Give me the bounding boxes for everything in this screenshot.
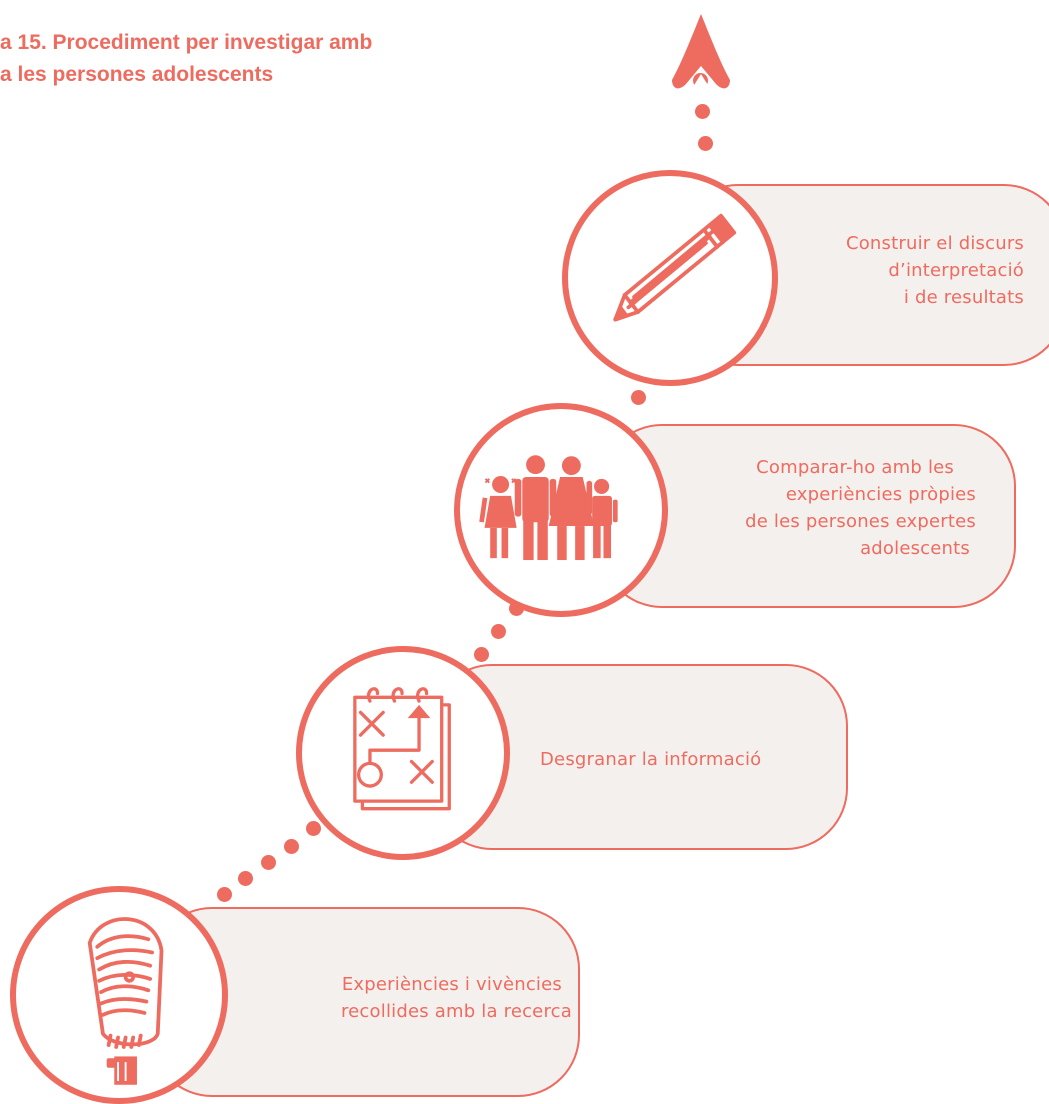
step-4-line-2: d’interpretació — [888, 260, 1024, 281]
step-1-line-2: recollides amb la recerca — [340, 1001, 572, 1022]
step-2-circle — [296, 646, 510, 860]
arrow-up-icon — [672, 14, 730, 90]
step-card-2-text: Desgranar la informació — [540, 746, 761, 773]
step-1-circle — [10, 886, 228, 1104]
step-4-line-1: Construir el discurs — [845, 233, 1024, 254]
path-dot — [490, 623, 506, 639]
step-card-1-text: Experiències i vivències recollides amb … — [341, 971, 572, 1025]
path-dot — [305, 820, 321, 836]
step-3-line-4: adolescents — [860, 538, 970, 559]
path-dot — [694, 103, 710, 119]
family-icon — [479, 455, 618, 561]
step-3-circle — [454, 403, 668, 617]
path-dot — [237, 870, 253, 886]
step-1-line-1: Experiències i vivències — [341, 974, 562, 995]
step-card-3-text: Comparar-ho amb les experiències pròpies… — [745, 454, 976, 562]
strategy-plan-icon — [353, 687, 451, 811]
step-4-line-3: i de resultats — [903, 287, 1024, 308]
figure-title-line-1: a 15. Procediment per investigar amb — [0, 31, 373, 54]
step-card-3: Comparar-ho amb les experiències pròpies… — [600, 424, 1016, 608]
step-3-line-1: Comparar-ho amb les — [756, 457, 954, 478]
path-dot — [260, 854, 276, 870]
figure-title-line-2: a les persones adolescents — [0, 63, 274, 86]
step-2-line-1: Desgranar la informació — [540, 749, 762, 770]
step-4-circle — [562, 170, 778, 386]
path-dot — [697, 135, 713, 151]
path-dot — [630, 389, 646, 405]
step-card-4-text: Construir el discurs d’interpretació i d… — [846, 230, 1024, 311]
step-3-line-2: experiències pròpies — [785, 484, 976, 505]
path-dot — [283, 838, 299, 854]
pencil-icon — [613, 213, 737, 322]
step-3-line-3: de les persones expertes — [745, 511, 976, 532]
path-dot — [473, 646, 489, 662]
path-dot — [216, 886, 232, 902]
microphone-icon — [87, 917, 164, 1085]
